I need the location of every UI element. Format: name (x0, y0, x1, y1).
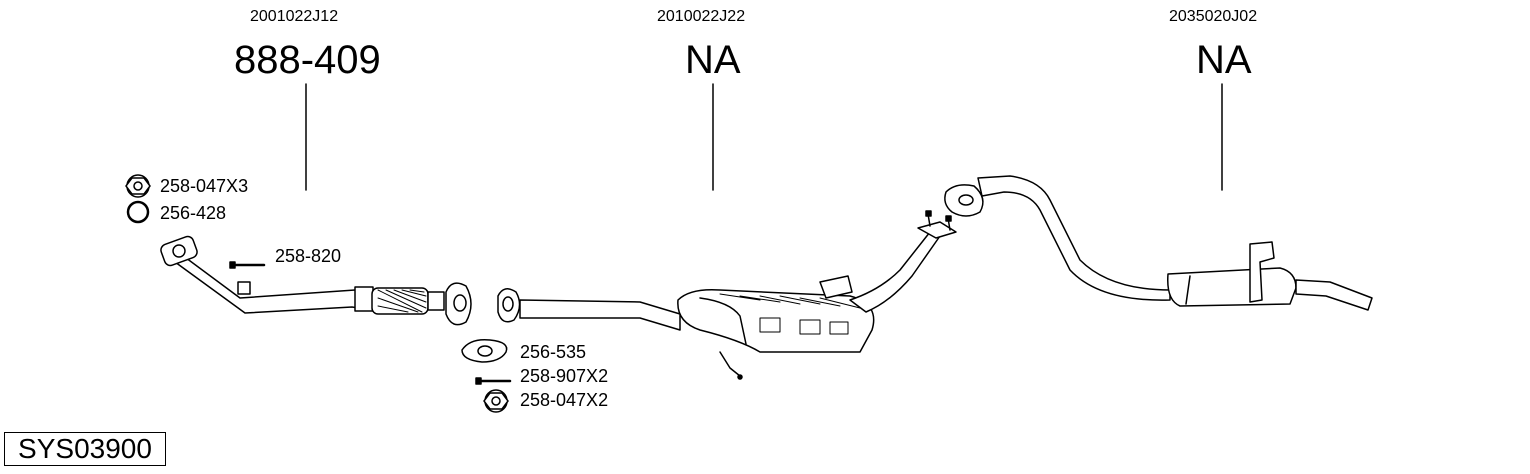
label-bolt-bottom[interactable]: 258-907X2 (520, 366, 609, 386)
label-nut-top[interactable]: 258-047X3 (160, 176, 249, 196)
part-number-2[interactable]: NA (685, 38, 741, 82)
oem-code-2: 2010022J22 (657, 8, 746, 25)
rear-silencer (944, 175, 1373, 311)
label-nut-bottom[interactable]: 258-047X2 (520, 390, 609, 410)
system-code-box: SYS03900 (4, 432, 166, 466)
part-number-3[interactable]: NA (1196, 38, 1252, 82)
gasket-icon (461, 338, 508, 363)
label-gasket[interactable]: 256-535 (520, 342, 587, 362)
oem-code-1: 2001022J12 (250, 8, 339, 25)
nut-icon-top (125, 174, 151, 198)
bolt-icon-top (229, 261, 266, 269)
bolt-icon-bottom (475, 377, 512, 385)
part-number-1[interactable]: 888-409 (234, 38, 381, 82)
oem-code-3: 2035020J02 (1169, 8, 1258, 25)
label-ring[interactable]: 256-428 (160, 203, 227, 223)
front-pipe (160, 235, 472, 326)
middle-silencer (497, 210, 957, 380)
label-bolt-top[interactable]: 258-820 (275, 246, 342, 266)
ring-icon (126, 200, 150, 224)
nut-icon-bottom (483, 389, 509, 413)
